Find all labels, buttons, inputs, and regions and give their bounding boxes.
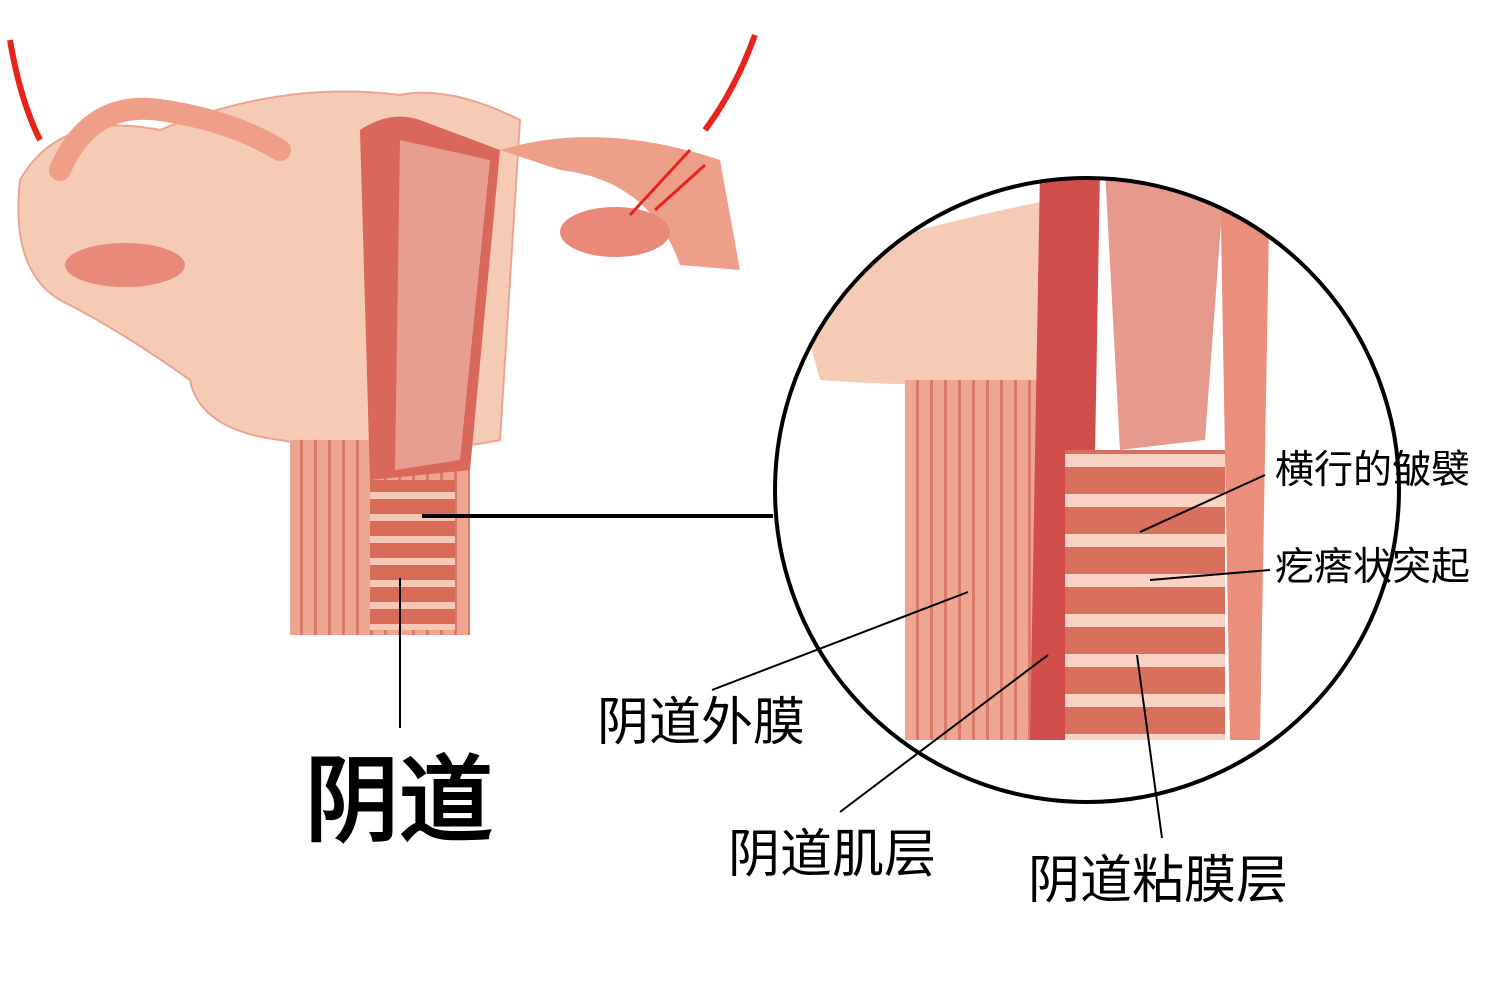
title-label: 阴道 [305,747,493,856]
label-transverse-folds: 横行的皱襞 [1275,448,1470,493]
label-adventitia: 阴道外膜 [597,693,805,753]
magnifier-circle [773,176,1401,804]
label-muscularis: 阴道肌层 [728,825,936,885]
label-mucosa: 阴道粘膜层 [1028,851,1288,911]
magnified-view [775,178,1399,802]
label-papillae: 疙瘩状突起 [1275,545,1470,590]
leader-lines [399,474,1271,839]
uterus-overview [7,33,758,635]
